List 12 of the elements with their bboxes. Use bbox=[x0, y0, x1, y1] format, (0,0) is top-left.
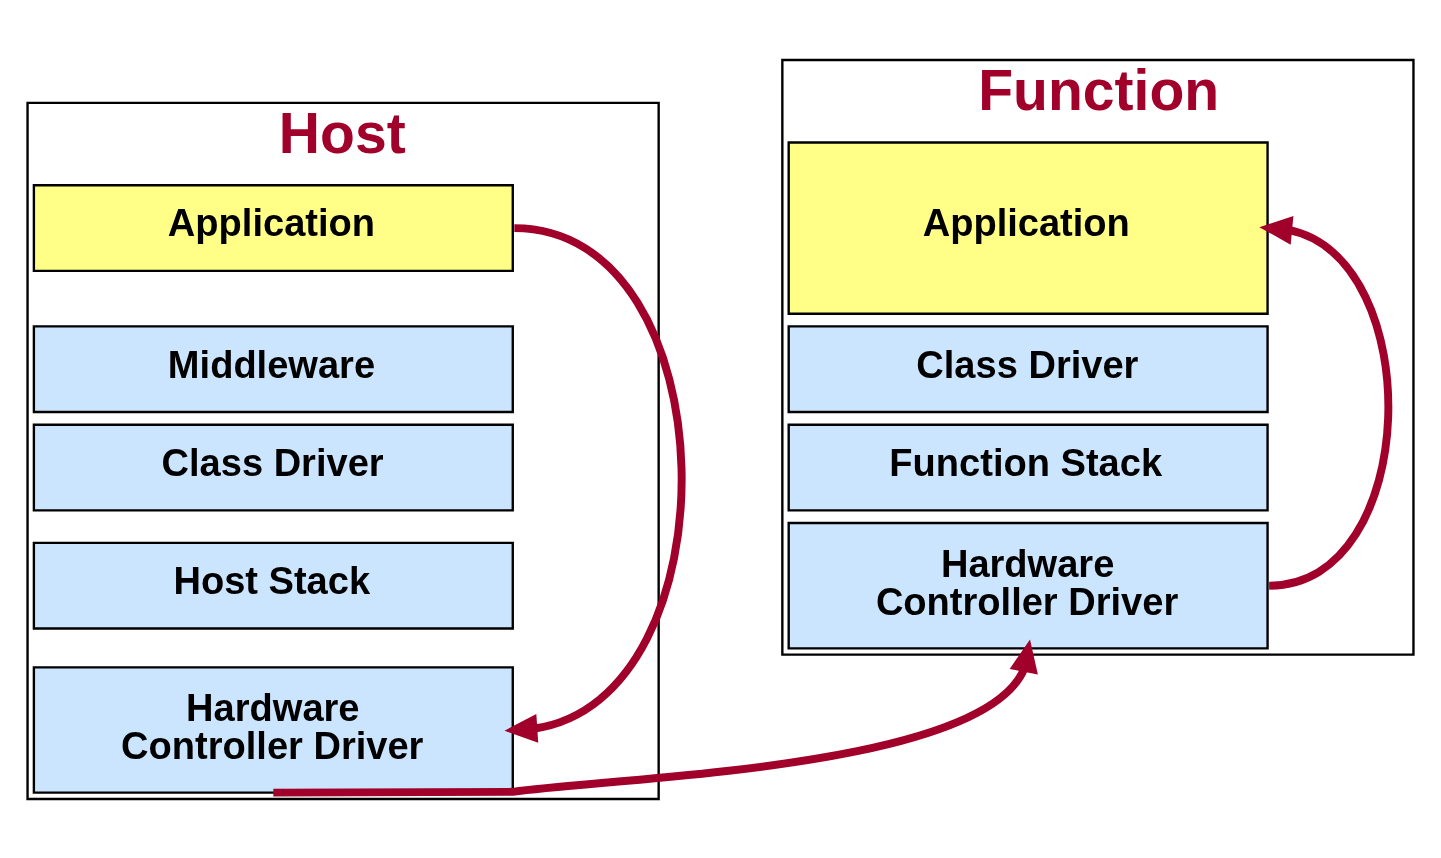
node-box: Class Driver bbox=[32, 423, 514, 512]
node-box: Function Stack bbox=[787, 423, 1269, 512]
node-box: Class Driver bbox=[787, 324, 1269, 413]
node-box: Application bbox=[787, 140, 1269, 315]
node-box: Middleware bbox=[32, 324, 514, 413]
arrow bbox=[273, 638, 1038, 797]
node-box: Hardware Controller Driver bbox=[32, 665, 514, 794]
arrow bbox=[1259, 215, 1393, 590]
arrow bbox=[504, 223, 686, 743]
node-box: Application bbox=[32, 183, 514, 272]
node-box: Hardware Controller Driver bbox=[787, 521, 1269, 650]
node-box: Host Stack bbox=[32, 541, 514, 630]
